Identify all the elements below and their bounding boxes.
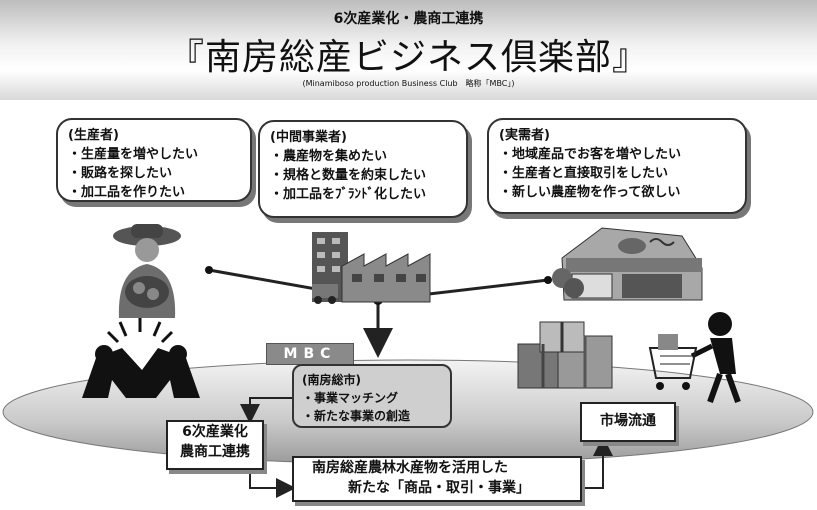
- handshake-icon: [82, 318, 200, 398]
- subtitle: 6次産業化・農商工連携: [333, 11, 484, 27]
- mbc-label: MBC: [266, 343, 354, 365]
- shopper-cart-icon: [648, 312, 741, 404]
- title-caption: (Minamiboso production Business Club 略称「…: [302, 79, 515, 88]
- retailer-heading: (実需者): [499, 128, 550, 143]
- store-icon: [552, 227, 703, 301]
- retailer-bubble: (実需者) ・地域産品でお客を増やしたい ・生産者と直接取引をしたい ・新しい農…: [487, 118, 747, 214]
- intermediary-heading: (中間事業者): [270, 130, 347, 145]
- gift-boxes-icon: [517, 321, 613, 389]
- mbc-item: ・事業マッチング: [302, 391, 399, 405]
- bottom-line2: 新たな「商品・取引・事業」: [348, 480, 530, 496]
- intermediary-item: ・規格と数量を約束したい: [270, 168, 427, 183]
- sixth-industry-box: 6次産業化 農商工連携: [166, 420, 264, 470]
- intermediary-item: ・加工品をﾌﾞﾗﾝﾄﾞ化したい: [270, 187, 427, 202]
- bottom-line1: 南房総産農林水産物を活用した: [312, 460, 508, 476]
- producer-heading: (生産者): [68, 128, 119, 143]
- producer-item: ・加工品を作りたい: [68, 185, 186, 200]
- farmer-icon: [113, 224, 181, 318]
- page-title: 『南房総産ビジネス倶楽部』: [167, 37, 649, 78]
- header-banner: [0, 0, 817, 100]
- retailer-item: ・地域産品でお客を増やしたい: [499, 147, 682, 162]
- sixth-industry-line2: 農商工連携: [180, 444, 250, 460]
- intermediary-bubble: (中間事業者) ・農産物を集めたい ・規格と数量を約束したい ・加工品をﾌﾞﾗﾝ…: [258, 120, 468, 218]
- producer-item: ・生産量を増やしたい: [68, 147, 199, 162]
- factory-icon: [312, 232, 431, 304]
- retailer-item: ・生産者と直接取引をしたい: [499, 166, 669, 181]
- intermediary-item: ・農産物を集めたい: [270, 149, 388, 164]
- market-box: 市場流通: [580, 402, 676, 442]
- market-label: 市場流通: [600, 413, 656, 429]
- bottom-outcome-box: 南房総産農林水産物を活用した 新たな「商品・取引・事業」: [292, 456, 582, 502]
- sixth-industry-line1: 6次産業化: [182, 424, 248, 440]
- mbc-heading: (南房総市): [302, 373, 361, 387]
- mbc-box: (南房総市) ・事業マッチング ・新たな事業の創造: [292, 364, 452, 428]
- mbc-item: ・新たな事業の創造: [302, 409, 411, 423]
- producer-bubble: (生産者) ・生産量を増やしたい ・販路を探したい ・加工品を作りたい: [56, 118, 252, 202]
- producer-item: ・販路を探したい: [68, 166, 173, 181]
- flow-arrows: [240, 397, 613, 498]
- retailer-item: ・新しい農産物を作って欲しい: [499, 185, 681, 200]
